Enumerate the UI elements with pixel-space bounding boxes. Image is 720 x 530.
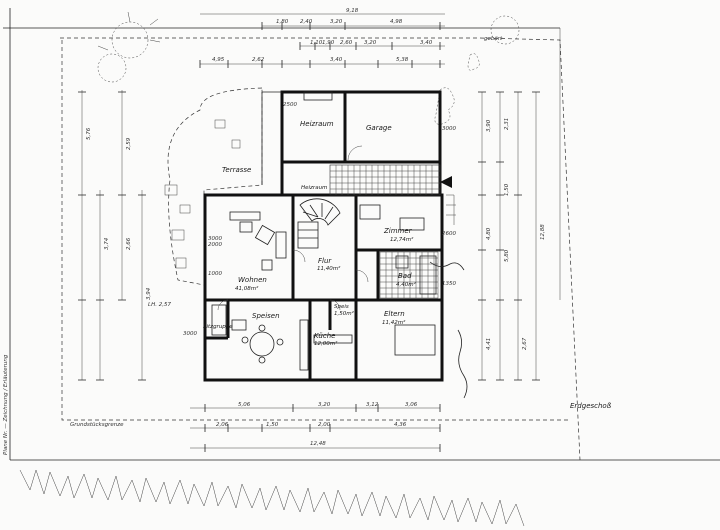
terrace-outline — [167, 87, 263, 286]
kitchen-label: Küche — [314, 332, 335, 340]
terrace-paving — [164, 119, 241, 269]
svg-text:1,90: 1,90 — [322, 40, 335, 46]
svg-text:2,59: 2,59 — [126, 137, 132, 150]
heating-small-label: Heizraum — [301, 185, 327, 191]
svg-text:Plane Nr. — Zeichnung / Erläut: Plane Nr. — Zeichnung / Erläuterung — [3, 354, 9, 455]
svg-text:1000: 1000 — [208, 271, 222, 277]
svg-text:1,10: 1,10 — [310, 40, 323, 46]
svg-text:5,38: 5,38 — [396, 57, 409, 63]
dining-table — [249, 331, 275, 357]
svg-text:3000: 3000 — [442, 126, 456, 132]
parents-room-area: 11,42m² — [382, 319, 406, 326]
doors — [217, 145, 369, 311]
entrance-steps — [446, 194, 456, 225]
svg-text:5,80: 5,80 — [504, 249, 510, 262]
terrace-label: Terrasse — [222, 166, 251, 174]
svg-text:2500: 2500 — [283, 102, 297, 108]
pantry-area: 1,50m² — [334, 310, 355, 317]
svg-text:2,06: 2,06 — [216, 422, 229, 428]
top-dimensions: 9,18 1,80 2,40 3,20 4,98 1,10 1,90 2,60 … — [199, 8, 445, 68]
left-dimensions: 5,76 3,74 2,59 2,66 3,94 — [78, 90, 152, 381]
bath-label: Bad — [398, 272, 412, 280]
svg-text:3,20: 3,20 — [330, 19, 343, 25]
tiled-floor — [329, 164, 441, 196]
hedge-icon — [434, 53, 480, 125]
svg-text:5,76: 5,76 — [86, 127, 92, 140]
svg-text:3,74: 3,74 — [104, 237, 110, 250]
svg-text:2,62: 2,62 — [252, 57, 265, 63]
window-tags: 3000 2000 2500 1000 1350 3000 2600 3000 — [183, 102, 456, 337]
interior-walls — [205, 92, 442, 380]
svg-text:2,66: 2,66 — [126, 237, 132, 250]
heating-room-label: Heizraum — [300, 120, 334, 128]
living-room-label: Wohnen — [238, 276, 267, 284]
hall-area: 11,40m² — [317, 265, 341, 272]
svg-text:12,88: 12,88 — [540, 224, 546, 240]
handwritten-annotation — [457, 329, 468, 399]
svg-text:1350: 1350 — [442, 281, 456, 287]
svg-text:5,06: 5,06 — [238, 402, 251, 408]
svg-text:4,80: 4,80 — [486, 227, 492, 240]
svg-text:2,31: 2,31 — [504, 118, 510, 130]
svg-text:2,60: 2,60 — [340, 40, 353, 46]
neighbor-note: LH. 2,57 — [148, 302, 171, 308]
svg-text:3000: 3000 — [208, 236, 222, 242]
svg-text:2,67: 2,67 — [522, 337, 528, 350]
dining-label: Speisen — [252, 312, 280, 320]
svg-text:4,36: 4,36 — [394, 422, 407, 428]
ground-hatching — [19, 469, 525, 527]
svg-text:3,40: 3,40 — [420, 40, 433, 46]
svg-text:3,20: 3,20 — [318, 402, 331, 408]
bath-tiles — [379, 251, 439, 299]
svg-text:1,50: 1,50 — [266, 422, 279, 428]
room-area: 12,74m² — [390, 236, 414, 243]
entrance-arrow — [440, 176, 452, 188]
svg-text:3,94: 3,94 — [146, 287, 152, 300]
drawing-title: Erdgeschoß — [570, 402, 612, 410]
svg-text:4,95: 4,95 — [212, 57, 225, 63]
svg-text:3,12: 3,12 — [366, 402, 379, 408]
plot-boundary-label: Grundstücksgrenze — [70, 422, 124, 428]
svg-text:3,20: 3,20 — [364, 40, 377, 46]
svg-text:2600: 2600 — [442, 231, 456, 237]
svg-text:3,06: 3,06 — [405, 402, 418, 408]
kitchen-area: 12,00m² — [314, 340, 338, 347]
handwritten-mark — [429, 261, 465, 271]
svg-text:2000: 2000 — [208, 242, 222, 248]
seating-label: Sitzgruppe — [203, 324, 233, 330]
bottom-dimensions: 5,06 3,20 3,12 3,06 2,06 1,50 2,00 4,36 … — [190, 402, 441, 452]
tree-icon — [97, 11, 520, 83]
svg-text:2,00: 2,00 — [318, 422, 331, 428]
right-dimensions: 3,90 2,31 4,80 1,50 5,80 12,88 4,41 2,67 — [478, 91, 546, 381]
svg-text:3000: 3000 — [183, 331, 197, 337]
bath-area: 4,40m² — [396, 281, 417, 288]
double-bed — [394, 324, 436, 356]
hall-label: Flur — [318, 257, 332, 265]
living-room-area: 41,08m² — [235, 285, 259, 292]
room-label: Zimmer — [383, 227, 413, 235]
garage-label: Garage — [366, 124, 392, 132]
svg-text:4,41: 4,41 — [486, 338, 492, 350]
svg-text:12,48: 12,48 — [310, 441, 326, 447]
svg-text:9,18: 9,18 — [346, 8, 359, 14]
staircase — [297, 198, 341, 249]
svg-text:4,98: 4,98 — [390, 19, 403, 25]
sheet-margin-note: Plane Nr. — Zeichnung / Erläuterung — [3, 354, 9, 455]
svg-text:3,90: 3,90 — [486, 119, 492, 132]
furniture — [211, 91, 436, 371]
svg-text:3,40: 3,40 — [330, 57, 343, 63]
boundary-note: gebört — [484, 36, 503, 42]
pantry-label: Speis — [334, 304, 349, 310]
parents-room-label: Eltern — [384, 310, 405, 318]
svg-text:1,50: 1,50 — [504, 183, 510, 196]
svg-text:2,40: 2,40 — [300, 19, 313, 25]
property-boundary — [60, 37, 581, 461]
